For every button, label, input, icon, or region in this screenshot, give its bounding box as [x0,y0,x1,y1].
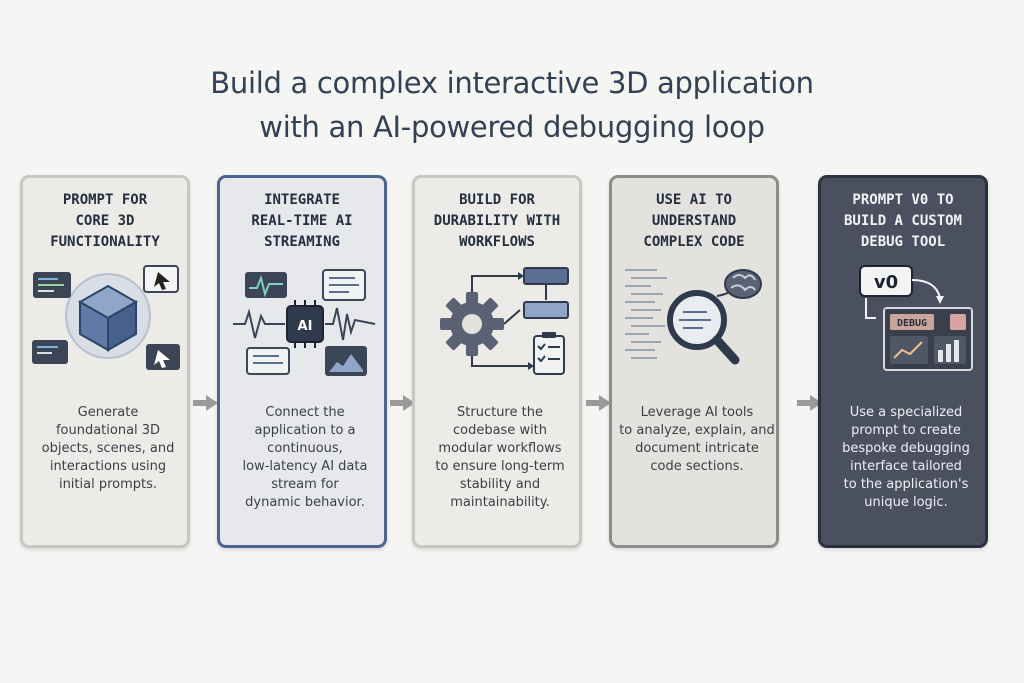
heading-line: DURABILITY WITH [433,213,561,229]
body-line: Leverage AI tools [640,405,754,420]
heading-line: PROMPT V0 TO [852,192,954,208]
body-line: continuous, [267,441,343,456]
body-line: application to a [254,423,356,438]
debug-panel-label: DEBUG [897,318,927,329]
body-line: objects, scenes, and [41,441,175,456]
body-line: codebase with [452,423,548,438]
body-line: document intricate [635,441,759,456]
heading-line: BUILD FOR [459,192,535,208]
step-description: Use a specialized prompt to create bespo… [827,404,985,512]
step-heading: INTEGRATE REAL-TIME AI STREAMING [220,190,384,253]
body-line: interactions using [49,459,167,474]
step-description: Structure the codebase with modular work… [421,404,579,512]
heading-line: REAL-TIME AI [251,213,353,229]
heading-line: WORKFLOWS [459,234,535,250]
heading-line: DEBUG TOOL [860,234,946,250]
body-line: foundational 3D [55,423,161,438]
body-line: to the application's [843,477,969,492]
heading-line: STREAMING [264,234,340,250]
ai-chip-icon: AI [233,269,376,376]
arrow-right-icon [193,395,218,411]
body-line: prompt to create [851,423,961,438]
body-line: Generate [77,405,139,420]
step-description: Leverage AI tools to analyze, explain, a… [618,404,776,476]
chip-label: AI [298,319,313,334]
step-heading: BUILD FOR DURABILITY WITH WORKFLOWS [415,190,579,253]
body-line: Use a specialized [849,405,963,420]
heading-line: FUNCTIONALITY [50,234,160,250]
body-line: to analyze, explain, and [619,423,775,438]
magnifier-brain-icon [625,269,762,365]
3d-cube-icon [32,265,180,370]
body-line: unique logic. [864,495,948,510]
step-card-4: USE AI TO UNDERSTAND COMPLEX CODE Levera… [609,175,779,548]
body-line: stability and [459,477,541,492]
step-card-5: PROMPT V0 TO BUILD A CUSTOM DEBUG TOOL v… [818,175,988,548]
step-description: Generate foundational 3D objects, scenes… [29,404,187,494]
body-line: bespoke debugging [842,441,970,456]
arrow-right-icon [797,395,822,411]
arrow-right-icon [390,395,415,411]
debug-dashboard-icon: v0 DEBUG [859,265,973,371]
body-line: Structure the [457,405,543,420]
step-heading: USE AI TO UNDERSTAND COMPLEX CODE [612,190,776,253]
heading-line: USE AI TO [656,192,732,208]
heading-line: COMPLEX CODE [643,234,745,250]
heading-line: PROMPT FOR [62,192,148,208]
heading-line: CORE 3D [75,213,135,229]
step-heading: PROMPT V0 TO BUILD A CUSTOM DEBUG TOOL [821,190,985,253]
title-line-1: Build a complex interactive 3D applicati… [210,66,814,101]
body-line: maintainability. [450,495,550,510]
heading-line: UNDERSTAND [651,213,737,229]
gear-workflow-icon [440,267,569,375]
heading-line: INTEGRATE [264,192,340,208]
body-line: modular workflows [438,441,562,456]
step-card-1: PROMPT FOR CORE 3D FUNCTIONALITY Generat… [20,175,190,548]
body-line: Connect the [265,405,345,420]
step-card-3: BUILD FOR DURABILITY WITH WORKFLOWS [412,175,582,548]
body-line: to ensure long-term [435,459,565,474]
step-description: Connect the application to a continuous,… [226,404,384,512]
body-line: initial prompts. [58,477,158,492]
body-line: stream for [271,477,339,492]
body-line: interface tailored [850,459,962,474]
arrow-right-icon [586,395,611,411]
body-line: dynamic behavior. [245,495,365,510]
body-line: low-latency AI data [242,459,368,474]
step-heading: PROMPT FOR CORE 3D FUNCTIONALITY [23,190,187,253]
v0-badge-label: v0 [874,272,898,293]
page-title: Build a complex interactive 3D applicati… [0,61,1024,149]
title-line-2: with an AI-powered debugging loop [259,110,765,145]
step-card-2: INTEGRATE REAL-TIME AI STREAMING AI Conn… [217,175,387,548]
body-line: code sections. [650,459,744,474]
heading-line: BUILD A CUSTOM [843,213,962,229]
